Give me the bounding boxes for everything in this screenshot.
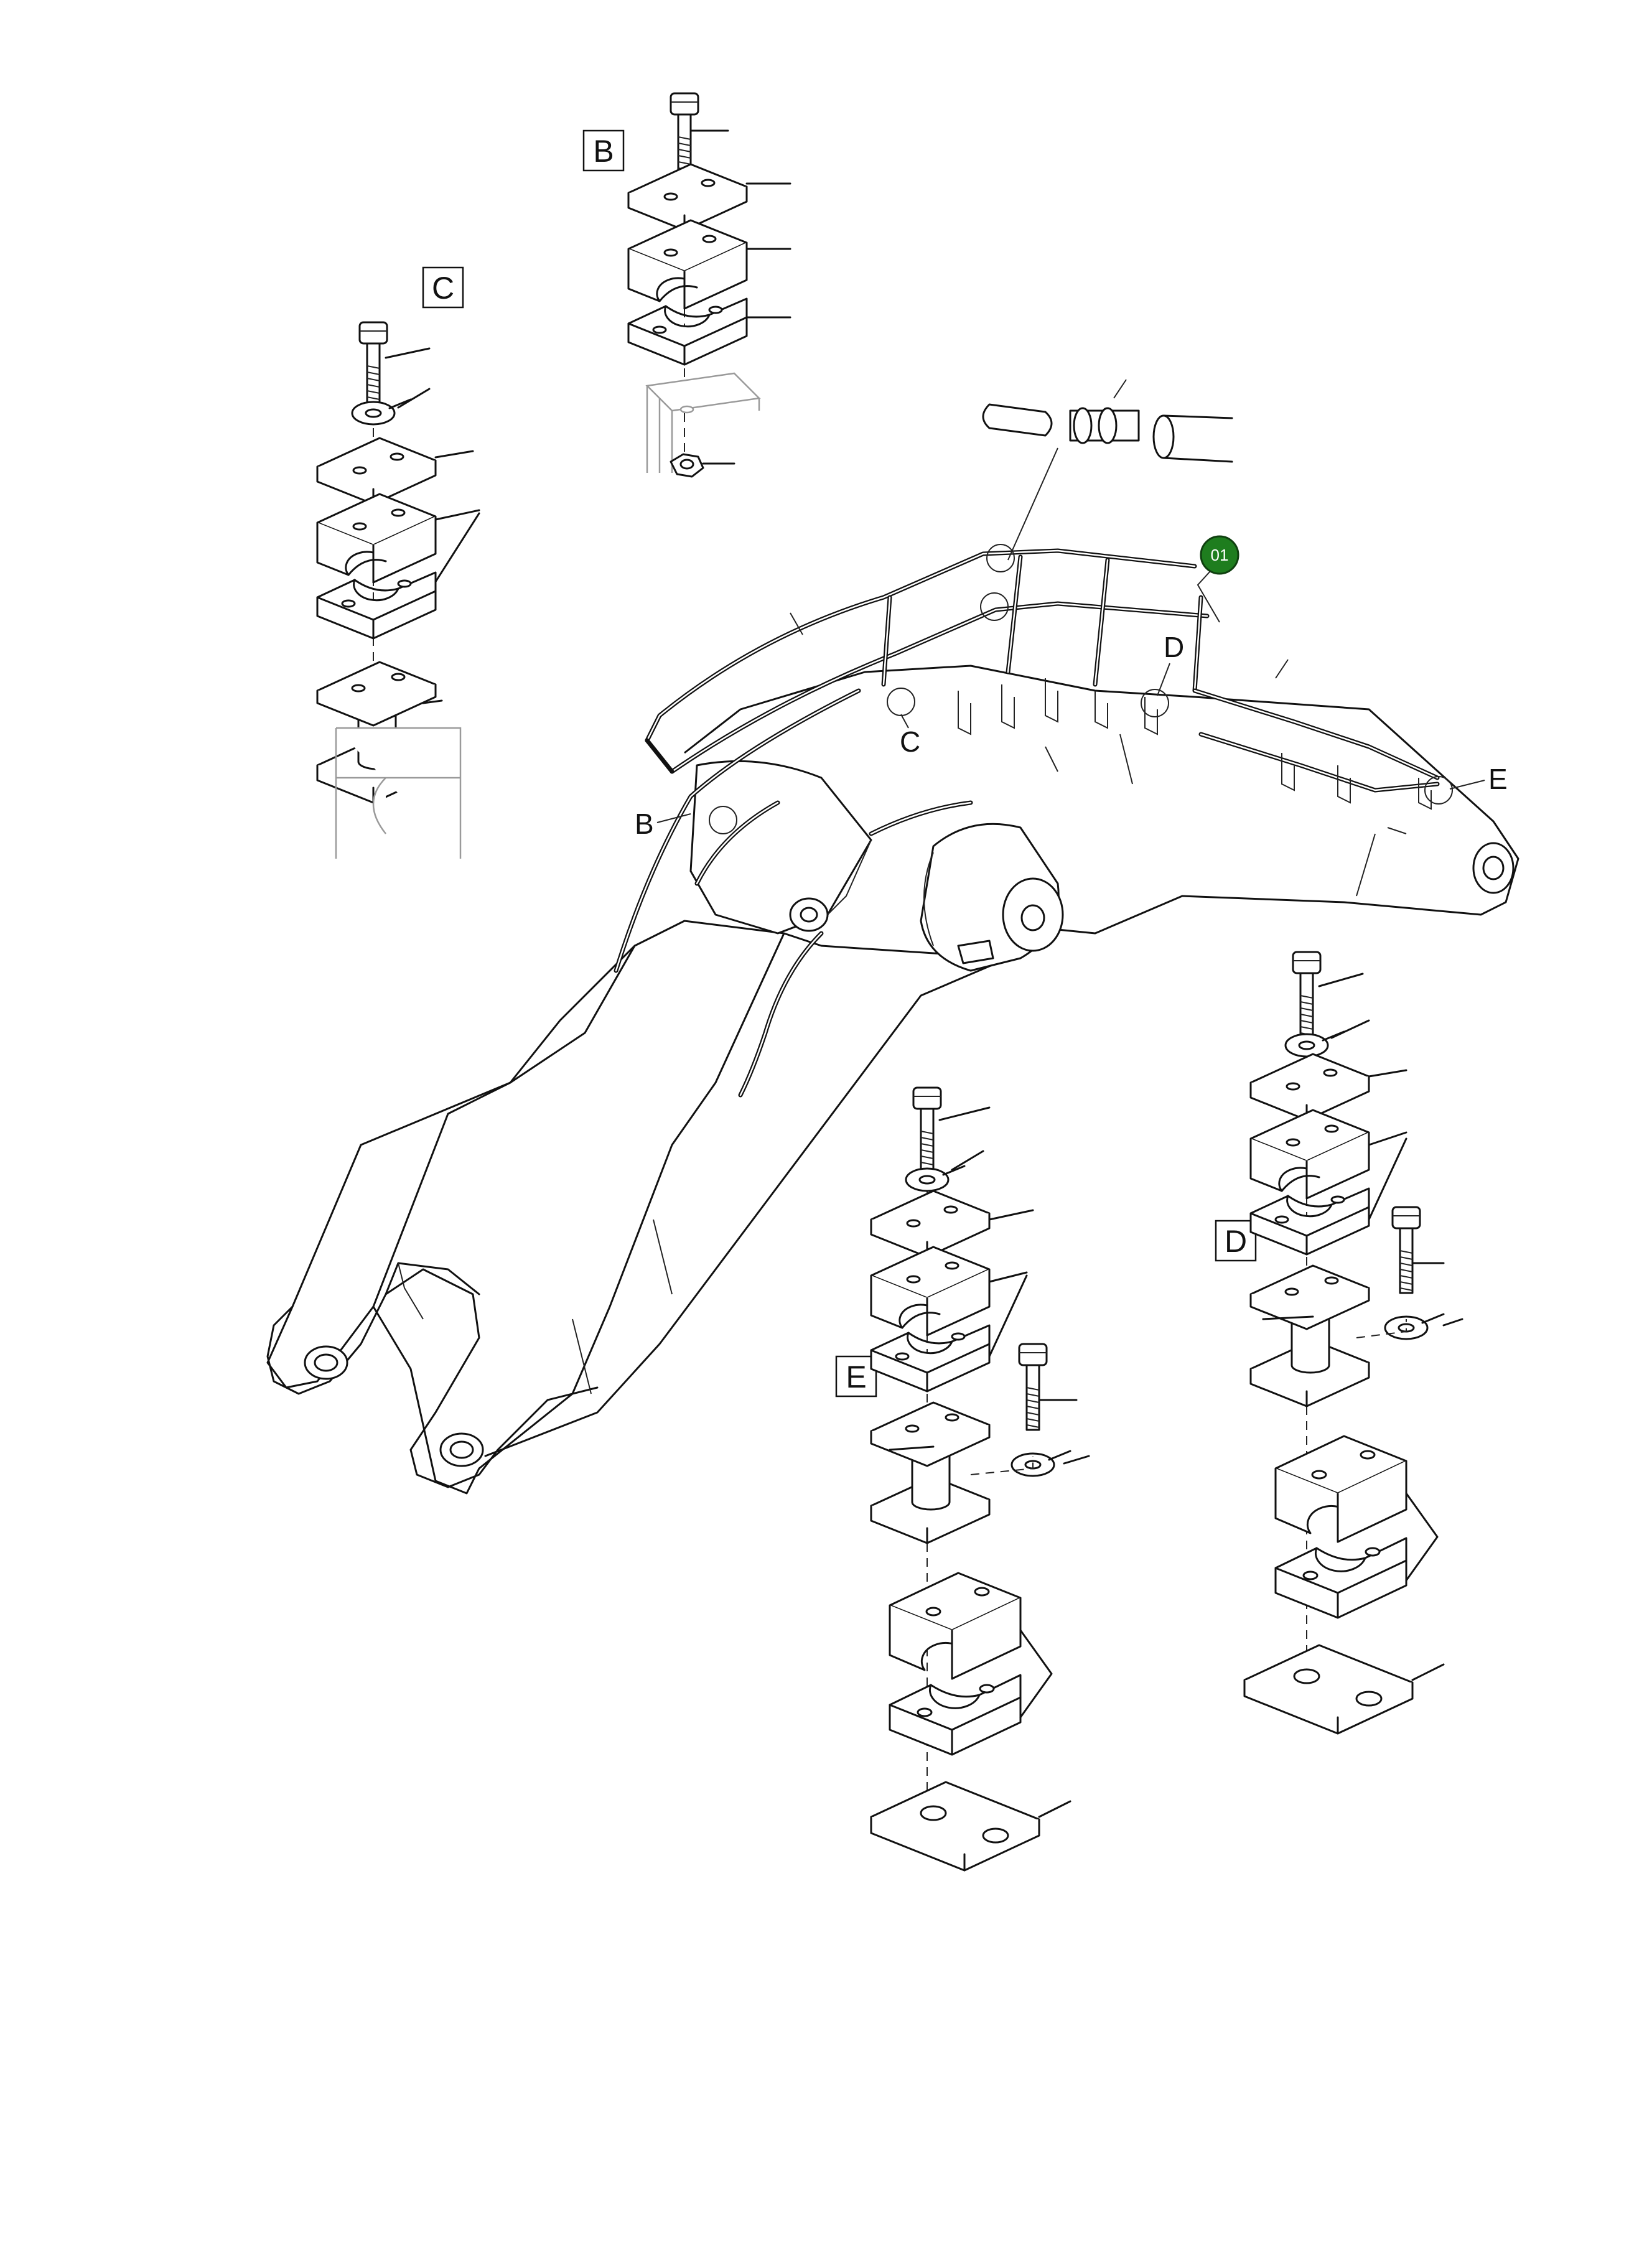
detail-label-box-c[interactable]: [422, 266, 464, 309]
callout-01-marker[interactable]: 01: [1197, 535, 1239, 623]
pipe-connector-icon: [982, 379, 1233, 561]
detail-marker-c[interactable]: C: [900, 726, 920, 758]
detail-marker-b[interactable]: B: [635, 808, 654, 840]
detail-label-e: E: [846, 1360, 866, 1394]
detail-view-b: B: [582, 92, 791, 478]
callout-01-circle[interactable]: [1200, 535, 1239, 575]
detail-label-box-b[interactable]: [582, 129, 625, 172]
boom-arm: [266, 665, 1519, 1495]
callout-01-text: 01: [1211, 546, 1229, 564]
detail-label-d: D: [1225, 1224, 1247, 1259]
detail-marker-d[interactable]: D: [1164, 631, 1184, 663]
handrail-frame: [645, 544, 1453, 834]
detail-view-c: C: [316, 266, 480, 859]
detail-label-box-e[interactable]: [835, 1355, 877, 1398]
nut-icon: [670, 453, 704, 478]
detail-view-d: D: [1215, 951, 1463, 1735]
detail-marker-e[interactable]: E: [1488, 763, 1508, 795]
detail-label-box-d[interactable]: [1215, 1220, 1257, 1262]
detail-label-c: C: [432, 271, 454, 306]
detail-label-b: B: [593, 134, 614, 169]
detail-view-e: E: [835, 1086, 1090, 1872]
